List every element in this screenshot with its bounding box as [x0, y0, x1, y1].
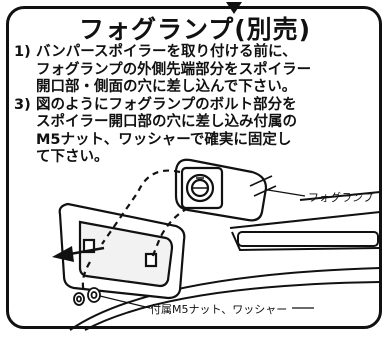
- step-3-line-4: て下さい。: [36, 149, 109, 165]
- step-1-line-3: 開口部・側面の穴に差し込んで下さい。: [36, 79, 297, 95]
- instruction-text: 1)バンパースポイラーを取り付ける前に、 フォグランプの外側先端部分をスポイラー…: [14, 44, 384, 167]
- step-3-line-3: M5ナット、ワッシャーで確実に固定し: [36, 131, 292, 148]
- fog-lamp-drawing: [174, 158, 277, 222]
- alignment-guides: [81, 169, 189, 293]
- label-leaders: [99, 189, 314, 309]
- fog-lamp-label: フォグランプ: [308, 191, 374, 204]
- step-3-line-2: スポイラー開口部の穴に差し込み付属の: [36, 114, 297, 130]
- step-1-line-1: 1)バンパースポイラーを取り付ける前に、: [14, 44, 297, 60]
- step-3-number: 3): [14, 96, 31, 113]
- step-1-number: 1): [14, 44, 31, 60]
- step-1-line-2: フォグランプの外側先端部分をスポイラー: [36, 61, 312, 78]
- insert-arrow: [52, 246, 105, 262]
- hardware-label: 付属M5ナット、ワッシャー: [150, 303, 288, 316]
- step-3-line-1: 3)図のようにフォグランプのボルト部分を: [14, 96, 297, 113]
- spoiler-opening-drawing: [58, 202, 186, 300]
- bumper-drawing: [69, 191, 381, 331]
- card-title: フォグランプ(別売): [78, 15, 312, 44]
- card-notch: [226, 2, 242, 14]
- nut-washer-drawing: [73, 287, 101, 306]
